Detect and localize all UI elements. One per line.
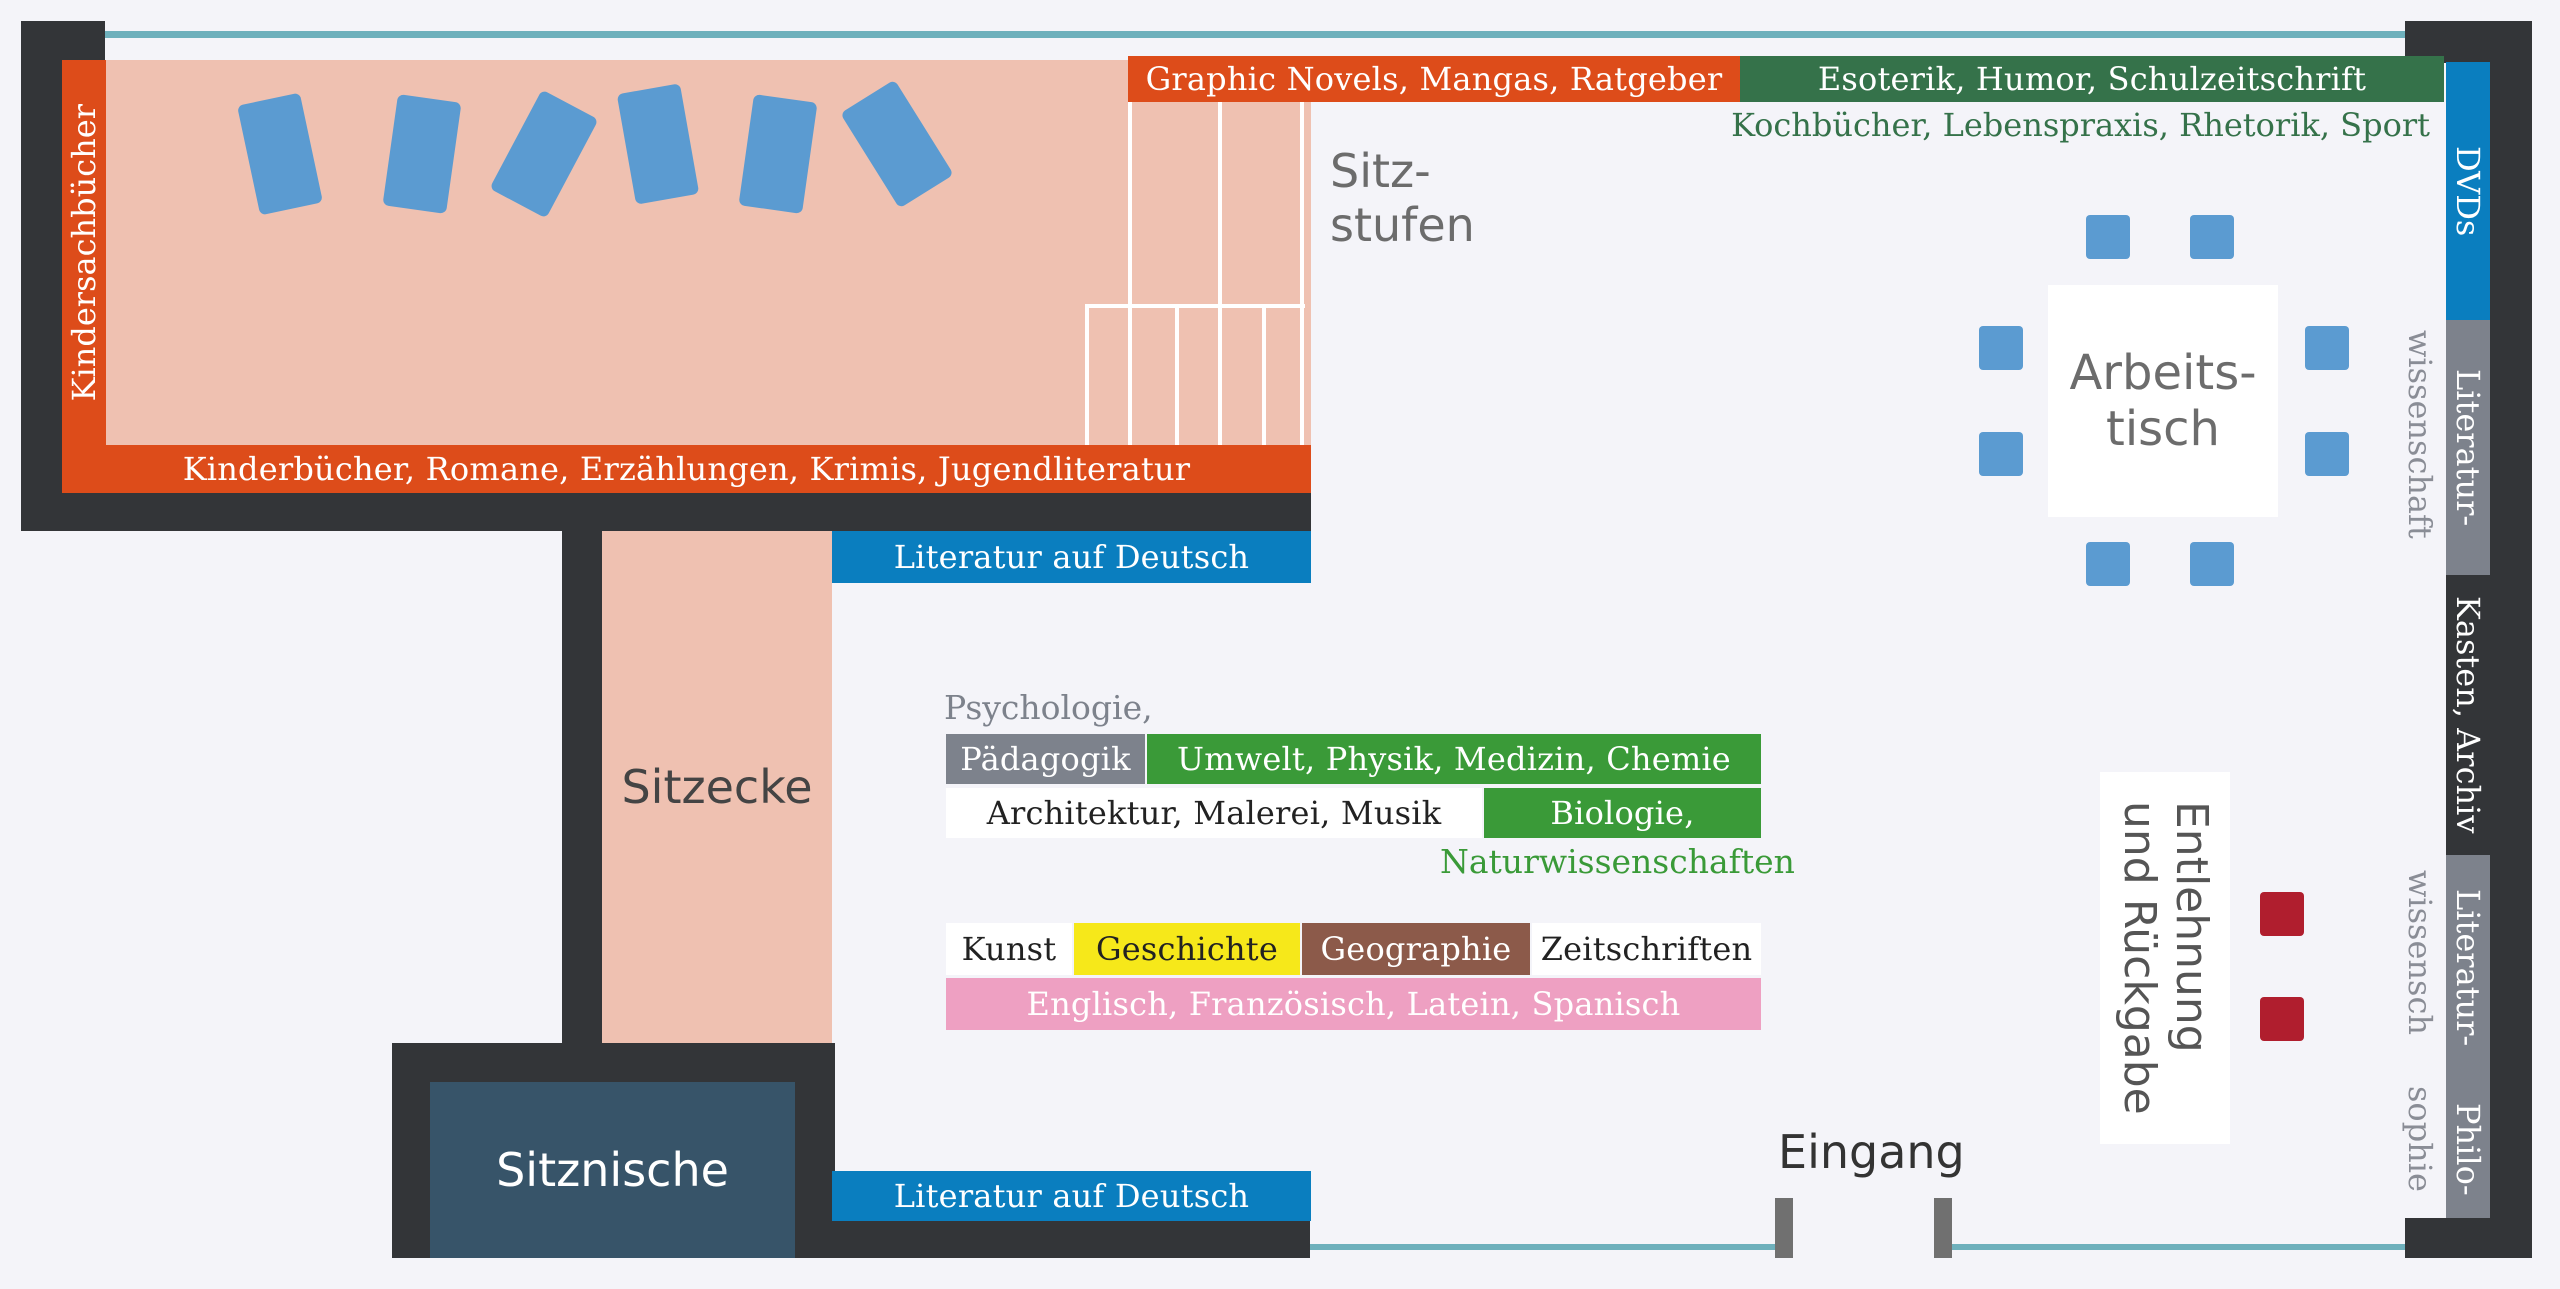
label-wissenschaft: wissenschaft (2398, 330, 2442, 570)
label-wissenschaft-text: wissenschaft (2401, 330, 2439, 539)
shelf-graphic-novels: Graphic Novels, Mangas, Ratgeber (1128, 56, 1740, 102)
wall-corridor-left (562, 490, 602, 1050)
shelf-umwelt: Umwelt, Physik, Medizin, Chemie (1147, 734, 1761, 784)
window-bottom-right (1950, 1244, 2406, 1250)
label-psychologie: Psychologie, (944, 688, 1153, 727)
label-entlehnung: Entlehnung und Rückgabe (2113, 801, 2217, 1115)
stair-line (1085, 304, 1305, 308)
stair-line (1128, 60, 1132, 445)
label-literatur-lower: Literatur- (2449, 888, 2487, 1047)
stair-line (1175, 304, 1179, 445)
work-table: Arbeits- tisch (2048, 285, 2278, 517)
label-wissensch-lower: wissensch (2398, 870, 2442, 1070)
label-dvds: DVDs (2449, 145, 2487, 237)
label-sitzstufen-line1: Sitz- (1330, 144, 1431, 198)
shelf-biologie: Biologie, (1484, 788, 1761, 838)
shelf-kunst: Kunst (946, 923, 1072, 975)
shelf-paedagogik: Pädagogik (946, 734, 1145, 784)
shelf-kinderbuecher: Kinderbücher, Romane, Erzählungen, Krimi… (62, 445, 1311, 493)
label-sophie-text: sophie (2401, 1086, 2439, 1192)
label-arbeitstisch-line2: tisch (2106, 401, 2220, 457)
shelf-architektur: Architektur, Malerei, Musik (946, 788, 1482, 838)
wall-bottom-right-corner (2405, 1218, 2532, 1258)
shelf-geographie: Geographie (1302, 923, 1530, 975)
entrance-door-post-left[interactable] (1775, 1198, 1793, 1258)
shelf-lit-deutsch-top: Literatur auf Deutsch (832, 531, 1311, 583)
shelf-philosophie: Philo- (2446, 1080, 2490, 1218)
label-literatur: Literatur- (2449, 368, 2487, 527)
chair (2305, 326, 2349, 370)
label-naturwissenschaften: Naturwissenschaften (1440, 842, 1795, 881)
chair (1979, 326, 2023, 370)
stair-line (1218, 60, 1222, 445)
label-kindersachbuecher: Kindersachbücher (65, 103, 103, 402)
checkout-desk: Entlehnung und Rückgabe (2100, 772, 2230, 1144)
label-entlehnung-line1: Entlehnung (2166, 801, 2217, 1053)
shelf-esoterik: Esoterik, Humor, Schulzeitschrift (1740, 56, 2444, 102)
label-sitzstufen-line2: stufen (1330, 198, 1475, 252)
sitzecke-area: Sitzecke (602, 531, 832, 1043)
wall-right (2490, 21, 2532, 1258)
shelf-literaturwissenschaft: Literatur- (2446, 320, 2490, 575)
shelf-kasten-archiv: Kasten, Archiv (2446, 575, 2490, 855)
shelf-zeitschriften: Zeitschriften (1532, 923, 1761, 975)
label-kasten-archiv: Kasten, Archiv (2449, 596, 2487, 834)
label-arbeitstisch-line1: Arbeits- (2069, 345, 2257, 401)
wall-upper-bottom (21, 490, 1311, 531)
shelf-dvds: DVDs (2446, 62, 2490, 320)
label-philo: Philo- (2449, 1102, 2487, 1196)
shelf-kindersachbuecher: Kindersachbücher (62, 60, 106, 445)
label-wissensch-lower-text: wissensch (2401, 870, 2439, 1035)
chair (2086, 542, 2130, 586)
chair (1979, 432, 2023, 476)
label-sitznische: Sitznische (496, 1143, 729, 1197)
label-sophie: sophie (2398, 1086, 2442, 1216)
chair (2086, 215, 2130, 259)
label-entlehnung-line2: und Rückgabe (2114, 801, 2165, 1115)
service-terminal (2260, 892, 2304, 936)
label-eingang: Eingang (1778, 1125, 1965, 1179)
shelf-lit-deutsch-bottom: Literatur auf Deutsch (832, 1171, 1311, 1221)
window-bottom-left (1310, 1244, 1780, 1250)
chair (2305, 432, 2349, 476)
shelf-sprachen: Englisch, Französisch, Latein, Spanisch (946, 978, 1761, 1030)
entrance-door-post-right[interactable] (1934, 1198, 1952, 1258)
label-sitzecke: Sitzecke (621, 760, 813, 814)
chair (2190, 215, 2234, 259)
stair-line (1300, 60, 1304, 445)
stair-line (1262, 304, 1266, 445)
shelf-geschichte: Geschichte (1074, 923, 1300, 975)
sitznische-area: Sitznische (430, 1082, 795, 1258)
service-terminal (2260, 997, 2304, 1041)
label-kochbuecher: Kochbücher, Lebenspraxis, Rhetorik, Spor… (1731, 106, 2430, 144)
chair (2190, 542, 2234, 586)
window-top (105, 31, 2405, 38)
stair-line (1085, 304, 1089, 445)
shelf-literaturwissenschaft-lower: Literatur- (2446, 855, 2490, 1080)
label-sitzstufen: Sitz- stufen (1330, 144, 1475, 252)
